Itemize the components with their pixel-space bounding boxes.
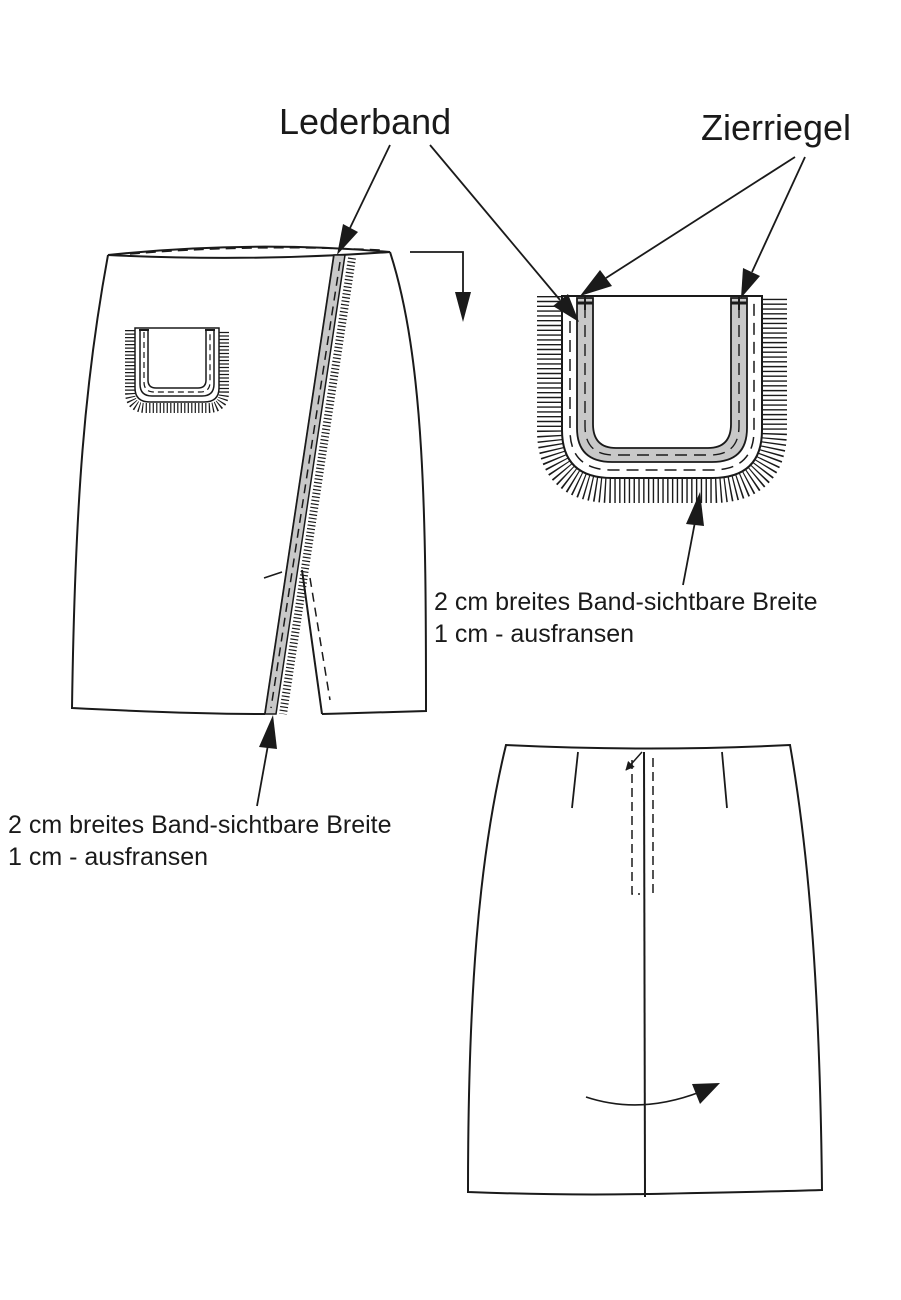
label-slit-note-line2: 1 cm - ausfransen xyxy=(8,843,209,871)
label-lederband: Lederband xyxy=(279,101,452,142)
front-pocket-outline xyxy=(134,327,220,403)
back-center-seam xyxy=(643,751,646,1198)
back-dart-right xyxy=(721,751,728,809)
leather-band-wrap xyxy=(264,254,356,715)
front-slit-mark xyxy=(263,571,283,579)
leader-zierriegel-right xyxy=(751,156,806,273)
leader-lederband-skirt xyxy=(349,144,391,229)
front-skirt xyxy=(70,245,428,715)
leader-zierriegel-left xyxy=(605,156,796,279)
pocket-detail-band-stitch xyxy=(584,306,740,456)
label-pocket-note-line1: 2 cm breites Band-sichtbare Breite xyxy=(434,588,818,616)
back-wrap-arrow xyxy=(585,1091,701,1106)
leader-lederband-pocket xyxy=(429,144,561,301)
back-zipper-arrow xyxy=(625,751,643,771)
back-zipper-stitch xyxy=(631,758,654,896)
front-waistband-stitch xyxy=(129,247,381,255)
front-pocket-band xyxy=(139,330,215,397)
front-pocket-band-stitch xyxy=(143,332,211,393)
pocket-detail-outer-stitch xyxy=(569,302,755,471)
pocket-detail-fringe xyxy=(537,296,787,503)
front-under-panel-stitch xyxy=(309,577,331,701)
label-zierriegel: Zierriegel xyxy=(701,107,852,148)
fold-arrow-head xyxy=(455,292,471,322)
front-pocket-fringe xyxy=(125,330,229,413)
back-dart-left xyxy=(571,751,579,809)
leather-band-fringe xyxy=(279,257,356,715)
leader-lines xyxy=(256,144,806,807)
leader-pocket-note xyxy=(682,521,696,586)
leather-band-stitch xyxy=(270,261,341,709)
label-pocket-note-line2: 1 cm - ausfransen xyxy=(434,620,635,648)
back-skirt-outline xyxy=(466,743,824,1196)
front-skirt-outline xyxy=(70,251,428,715)
leader-slit-note xyxy=(256,744,269,807)
front-pocket xyxy=(125,327,229,413)
pocket-detail-outline xyxy=(561,295,763,479)
pocket-detail-band xyxy=(576,297,748,463)
label-slit-note-line1: 2 cm breites Band-sichtbare Breite xyxy=(8,811,392,839)
fold-arrow xyxy=(410,251,471,322)
back-skirt xyxy=(466,743,824,1198)
pocket-detail xyxy=(537,295,787,503)
back-wrap-arrow-head xyxy=(692,1083,720,1104)
front-under-panel xyxy=(301,569,323,715)
